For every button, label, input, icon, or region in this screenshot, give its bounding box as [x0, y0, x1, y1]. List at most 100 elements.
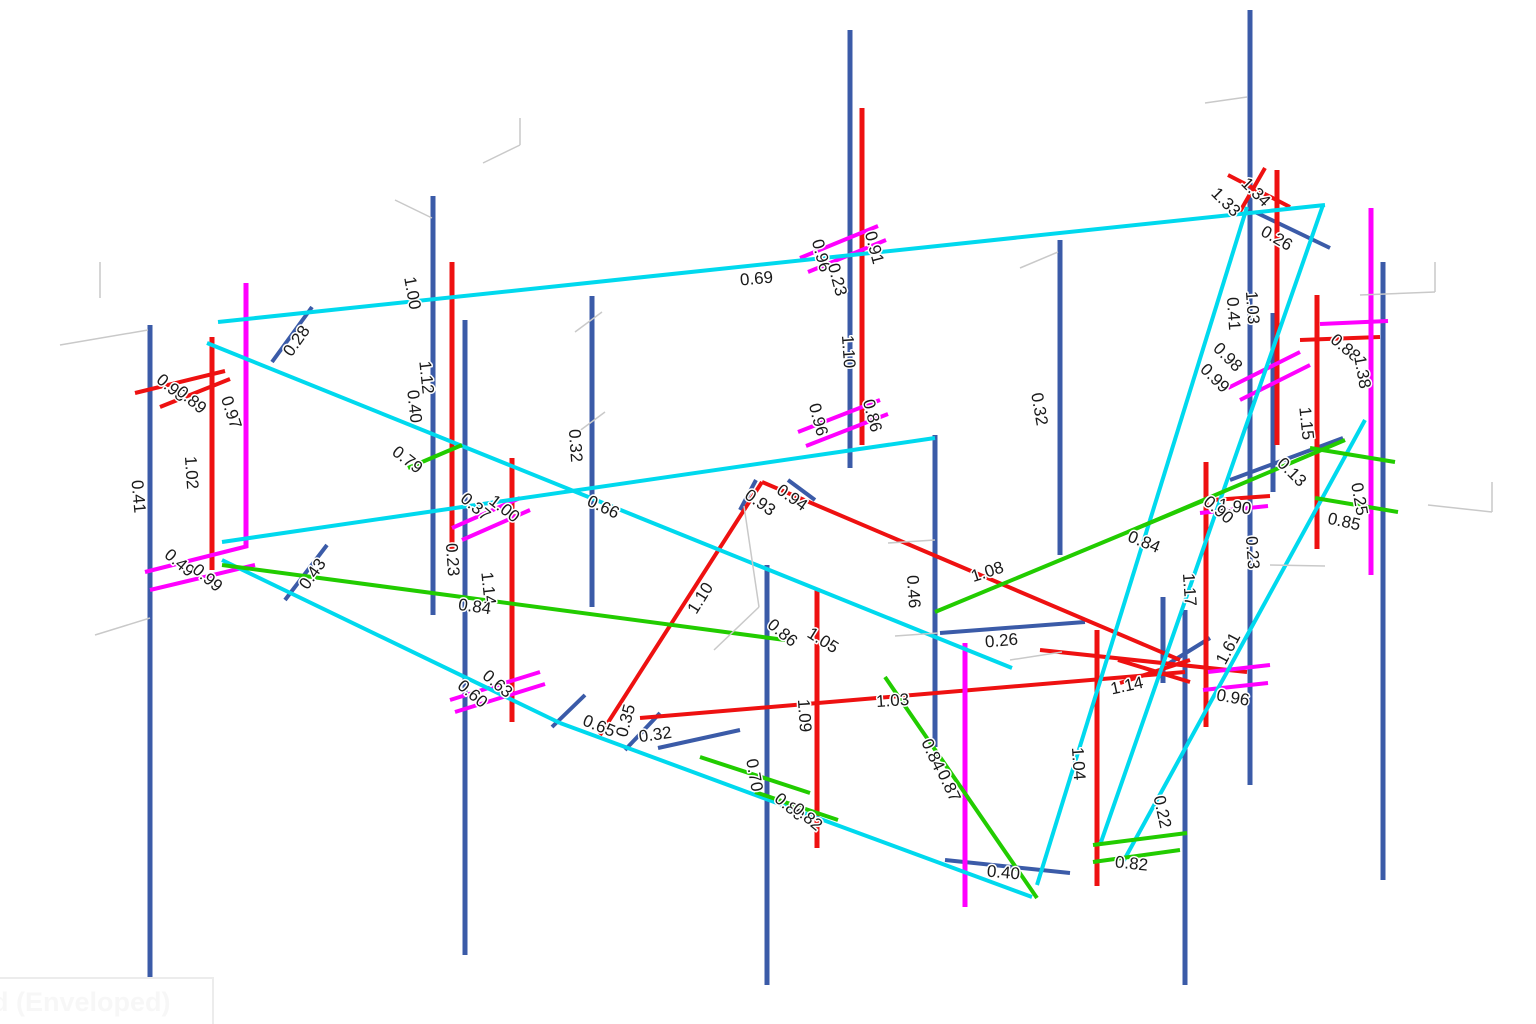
dc-ratio-label: 1.15 [1295, 406, 1317, 441]
dc-ratio-label: 0.22 [1150, 794, 1175, 830]
dc-ratio-label: 0.40 [403, 389, 425, 424]
dc-ratio-label: 0.79 [388, 442, 426, 477]
member-cyan [221, 558, 561, 725]
member-gray [1204, 96, 1248, 104]
dc-ratio-label: 0.69 [739, 268, 774, 290]
dc-ratio-label: 0.70 [742, 757, 766, 793]
member-green [754, 790, 839, 822]
dc-ratio-label: 0.82 [1114, 852, 1149, 874]
member-gray [577, 411, 606, 433]
dc-ratio-label: 1.03 [1242, 290, 1263, 324]
member-red [1227, 173, 1291, 209]
member-blue [939, 620, 1086, 635]
dc-ratio-label: 0.93 [741, 485, 779, 520]
view-title-box: d (Enveloped) [0, 977, 214, 1024]
member-blue [270, 305, 314, 364]
member-red [1236, 167, 1267, 216]
dc-ratio-label: 0.28 [279, 322, 314, 360]
member-gray [394, 199, 433, 219]
member-red [159, 377, 231, 409]
member-red [639, 670, 1186, 720]
view-title-text: d (Enveloped) [0, 986, 171, 1017]
member-cyan [217, 203, 1326, 324]
member-magenta [1199, 504, 1269, 515]
dc-ratio-label: 0.40 [986, 862, 1021, 884]
dc-ratio-label: 0.23 [442, 542, 463, 576]
member-red [1119, 658, 1191, 685]
member-green [1127, 438, 1346, 534]
member-magenta [797, 398, 881, 434]
member-magenta [805, 412, 889, 448]
member-magenta [799, 224, 879, 260]
member-gray [887, 539, 936, 544]
member-magenta [1207, 663, 1271, 674]
member-blue [283, 543, 329, 602]
member-green [883, 675, 1039, 900]
dc-ratio-label: 0.23 [824, 261, 851, 298]
member-magenta [1202, 681, 1269, 692]
member-gray [482, 144, 521, 164]
member-magenta [461, 508, 531, 542]
member-gray [1359, 291, 1436, 296]
member-green [1314, 496, 1399, 514]
member-magenta [144, 544, 249, 574]
dc-ratio-label: 0.23 [1242, 535, 1263, 569]
member-red [134, 369, 226, 395]
member-gray [1009, 651, 1063, 661]
member-blue [738, 479, 758, 511]
dc-ratio-label: 0.43 [295, 555, 330, 593]
dc-ratio-label: 0.41 [1223, 296, 1244, 330]
member-cyan [1098, 204, 1325, 846]
dc-ratio-label: 0.84 [457, 595, 492, 618]
dc-ratio-label: 0.25 [1347, 481, 1371, 517]
dc-ratio-label: 0.84 [1125, 527, 1163, 557]
dc-ratio-label: 1.10 [684, 579, 718, 617]
dc-ratio-label: 0.87 [933, 767, 964, 805]
member-green [221, 563, 786, 642]
member-green [1309, 446, 1396, 464]
member-gray [1269, 564, 1326, 567]
member-magenta [449, 670, 541, 702]
member-cyan [221, 436, 936, 544]
dc-ratio-label: 0.41 [128, 479, 150, 514]
member-green [1092, 848, 1181, 864]
member-blue [786, 478, 817, 502]
member-green [407, 443, 463, 470]
member-green [1092, 831, 1188, 847]
member-blue [657, 728, 741, 750]
member-cyan [1035, 206, 1249, 886]
member-cyan [1121, 419, 1367, 863]
dc-ratio-label: 1.03 [875, 690, 909, 711]
dc-ratio-label: 1.02 [181, 455, 202, 489]
dc-ratio-label: 0.26 [984, 630, 1019, 652]
member-blue [623, 711, 662, 752]
member-gray [1427, 504, 1493, 513]
member-gray [574, 311, 603, 333]
member-blue [1229, 436, 1344, 482]
member-gray [743, 505, 760, 608]
member-blue [1254, 210, 1331, 250]
member-magenta [1239, 363, 1311, 402]
member-magenta [1319, 319, 1389, 326]
member-gray [713, 606, 760, 651]
member-red [598, 480, 764, 737]
dc-ratio-label: 1.09 [794, 698, 815, 732]
member-gray [894, 632, 939, 637]
member-magenta [454, 682, 546, 714]
dc-ratio-label: 0.84 [917, 736, 948, 774]
dc-ratio-label: 0.96 [805, 401, 832, 438]
dc-ratio-label: 1.04 [1068, 746, 1089, 780]
dc-ratio-label: 1.17 [1179, 572, 1200, 606]
dc-ratio-label: 0.32 [1027, 391, 1051, 427]
member-magenta [451, 496, 521, 530]
dc-ratio-label: 0.97 [217, 394, 245, 431]
dc-ratio-label: 1.14 [477, 571, 499, 606]
dc-ratio-label: 1.05 [804, 624, 842, 658]
dc-ratio-label: 0.96 [1215, 685, 1251, 709]
dc-ratio-label: 1.10 [838, 334, 859, 368]
member-gray [1019, 251, 1059, 269]
dc-ratio-label: 0.32 [565, 428, 586, 462]
dc-ratio-label: 0.91 [861, 229, 888, 266]
